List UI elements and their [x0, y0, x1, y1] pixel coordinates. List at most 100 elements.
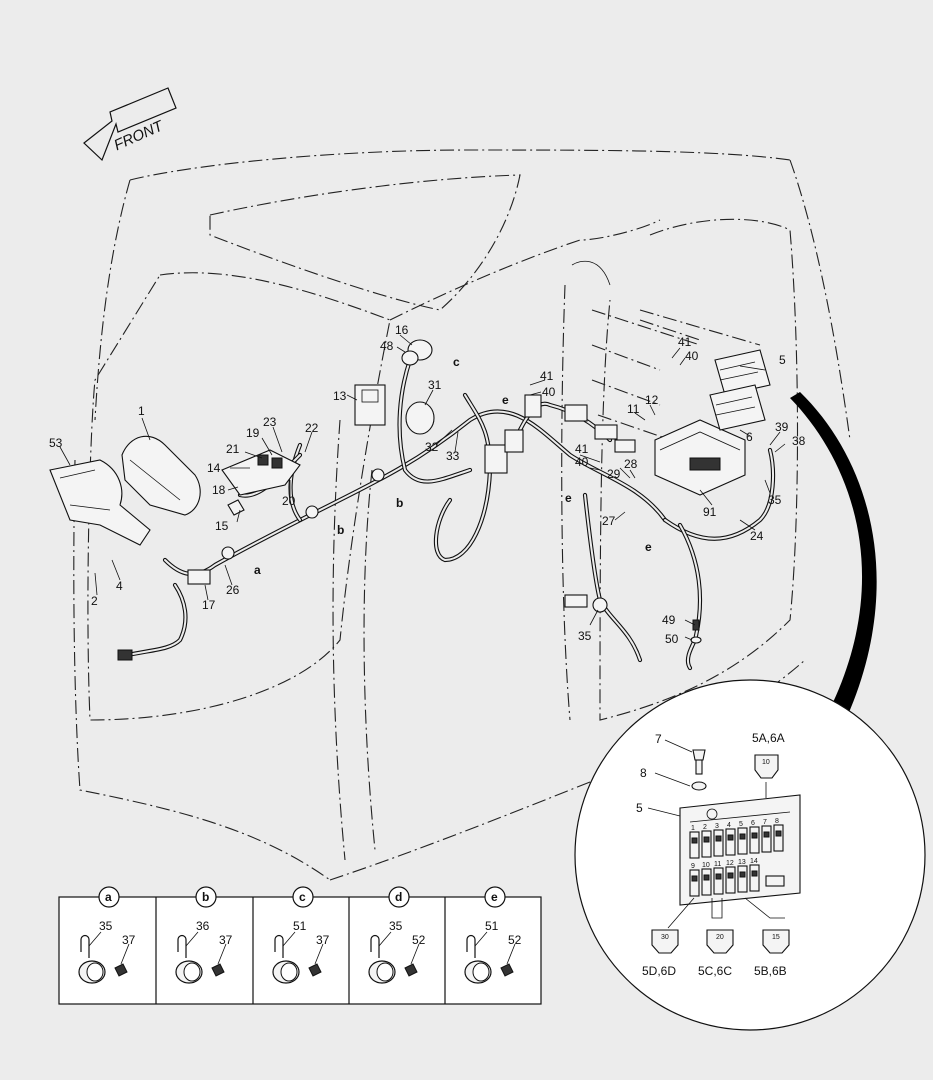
callout-38: 38 — [792, 434, 806, 448]
detail-part1: 35 — [99, 919, 113, 933]
inset-label-7: 7 — [655, 732, 662, 746]
section-mark-b-1: b — [337, 523, 344, 537]
callouts: 53 1 2 4 13 14 15 16 17 18 19 20 21 22 2… — [49, 323, 806, 646]
clamp-tab — [466, 934, 476, 958]
fuse-num-2: 2 — [703, 824, 707, 831]
radio-91 — [654, 419, 746, 496]
callout-15: 15 — [215, 519, 229, 533]
fuse-num-14: 14 — [750, 858, 758, 865]
detail-leaders — [185, 931, 227, 965]
clamp-tab — [274, 934, 284, 958]
buzzer-31 — [405, 401, 435, 435]
fastener — [404, 963, 418, 977]
fuse-inset: 7 8 5 5A,6A 10 1 2 3 4 5 6 7 8 — [574, 679, 926, 1031]
detail-badge — [388, 886, 410, 908]
clamp-tab — [370, 934, 380, 958]
callout-24: 24 — [750, 529, 764, 543]
clamp-hole — [86, 962, 104, 982]
fuse-num-3: 3 — [715, 823, 719, 830]
clamp-hole — [472, 962, 490, 982]
fuse-box-5-6 — [709, 349, 771, 431]
callout-1: 1 — [138, 404, 145, 418]
detail-cell-e: e 51 52 — [464, 886, 522, 984]
callout-49: 49 — [662, 613, 676, 627]
bolt-49-50 — [690, 619, 702, 644]
fuse-num-11: 11 — [714, 861, 721, 868]
callout-39: 39 — [775, 420, 789, 434]
fuse-row-bottom: 9 10 11 12 13 14 — [689, 858, 785, 897]
detail-letter: e — [491, 890, 498, 904]
detail-part2: 37 — [219, 933, 233, 947]
fuse-rating-10: 10 — [762, 759, 770, 766]
callout-23: 23 — [263, 415, 277, 429]
detail-cell-a: a 35 37 — [78, 886, 136, 984]
callout-33: 33 — [446, 449, 460, 463]
section-mark-a: a — [254, 563, 261, 577]
callout-50: 50 — [665, 632, 679, 646]
fuse-num-6: 6 — [751, 820, 755, 827]
callout-28: 28 — [624, 457, 638, 471]
fuse-num-4: 4 — [727, 822, 731, 829]
detail-part2: 52 — [508, 933, 522, 947]
fuse-rating-20: 20 — [716, 934, 724, 941]
inset-label-5b6b: 5B,6B — [754, 964, 787, 978]
leader-lines — [59, 334, 786, 641]
fastener — [114, 963, 128, 977]
fuse-rating-30: 30 — [661, 934, 669, 941]
detail-badge — [484, 886, 506, 908]
callout-40-mid: 40 — [542, 385, 556, 399]
front-label: FRONT — [111, 117, 167, 154]
fuse-num-10: 10 — [702, 862, 710, 869]
callout-18: 18 — [212, 483, 226, 497]
fuse-num-8: 8 — [775, 818, 779, 825]
inset-label-5a6a: 5A,6A — [752, 731, 785, 745]
detail-part1: 51 — [485, 919, 499, 933]
fuse-row-top: 1 2 3 4 5 6 7 8 — [689, 818, 784, 859]
clamp-hole — [183, 962, 201, 982]
detail-part1: 36 — [196, 919, 210, 933]
callout-40-low: 40 — [575, 455, 589, 469]
detail-badge — [292, 886, 314, 908]
section-mark-c: c — [453, 355, 460, 369]
section-mark-e-1: e — [502, 393, 509, 407]
detail-badge — [195, 886, 217, 908]
section-mark-e-2: e — [565, 491, 572, 505]
fuse-num-5: 5 — [739, 821, 743, 828]
callout-4: 4 — [116, 579, 123, 593]
callout-11: 11 — [627, 402, 640, 416]
clamp-tab — [177, 934, 187, 958]
detail-part2: 37 — [122, 933, 136, 947]
callout-53: 53 — [49, 436, 63, 450]
fuse-rating-15: 15 — [772, 934, 780, 941]
fuse-num-7: 7 — [763, 819, 767, 826]
callout-6: 6 — [746, 430, 753, 444]
callout-40-top: 40 — [685, 349, 699, 363]
callout-20: 20 — [282, 494, 296, 508]
detail-leaders — [378, 931, 420, 965]
callout-35-right: 35 — [768, 493, 782, 507]
callout-31: 31 — [428, 378, 442, 392]
callout-91: 91 — [703, 505, 717, 519]
callout-35-lower: 35 — [578, 629, 592, 643]
controller-13 — [354, 384, 386, 426]
fastener — [500, 963, 514, 977]
callout-41-top: 41 — [678, 335, 692, 349]
callout-41-low: 41 — [575, 442, 589, 456]
callout-14: 14 — [207, 461, 221, 475]
relay-cluster — [484, 394, 636, 474]
callout-26: 26 — [226, 583, 240, 597]
fastener — [308, 963, 322, 977]
callout-22: 22 — [305, 421, 319, 435]
detail-part1: 51 — [293, 919, 307, 933]
inset-label-8: 8 — [640, 766, 647, 780]
callout-48: 48 — [380, 339, 394, 353]
clamp-hole — [376, 962, 394, 982]
detail-part2: 52 — [412, 933, 426, 947]
callout-32: 32 — [425, 440, 439, 454]
detail-letter: a — [105, 890, 112, 904]
callout-12: 12 — [645, 393, 659, 407]
